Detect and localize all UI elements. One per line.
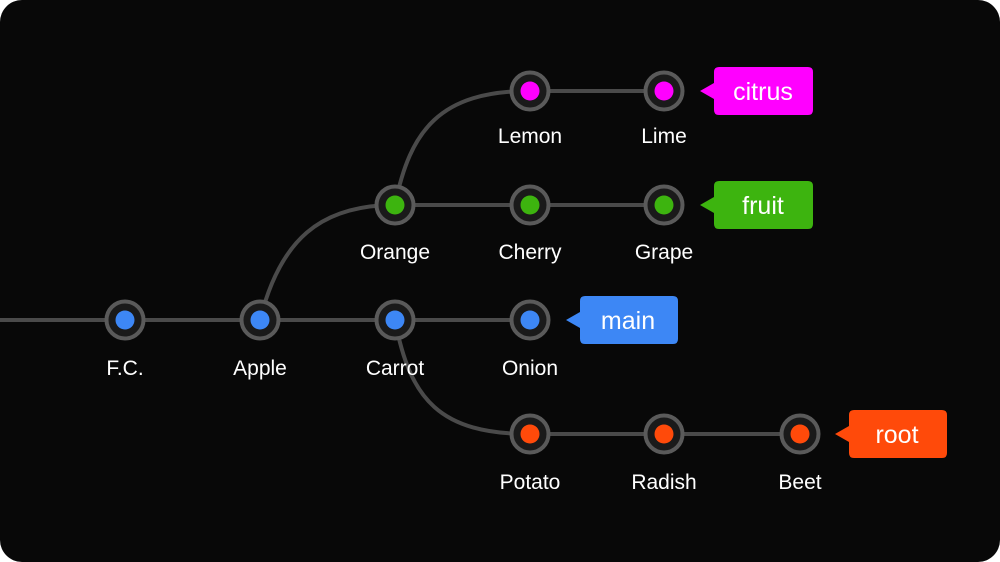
node-label: Lime <box>641 125 687 148</box>
node-label: Cherry <box>498 241 562 264</box>
tag-label: main <box>601 307 655 335</box>
tag-label: root <box>875 421 918 449</box>
node-dot <box>654 195 674 215</box>
branch-tag-root[interactable]: root <box>835 410 947 458</box>
tag-shape <box>566 296 678 344</box>
node-label: Onion <box>502 357 558 380</box>
branch-tag-main[interactable]: main <box>566 296 678 344</box>
node-dot <box>520 424 540 444</box>
node-radish[interactable]: Radish <box>631 413 697 495</box>
node-dot <box>385 195 405 215</box>
node-label: Radish <box>631 471 696 494</box>
node-label: F.C. <box>106 357 143 380</box>
node-dot <box>385 310 405 330</box>
node-cherry[interactable]: Cherry <box>498 184 562 265</box>
node-carrot[interactable]: Carrot <box>366 299 425 381</box>
node-dot <box>520 195 540 215</box>
node-label: Lemon <box>498 125 562 148</box>
edge-orange-lemon <box>393 89 531 206</box>
node-onion[interactable]: Onion <box>502 299 558 381</box>
node-label: Grape <box>635 241 693 264</box>
node-dot <box>115 310 135 330</box>
node-label: Potato <box>500 471 561 494</box>
branch-tag-citrus[interactable]: citrus <box>700 67 813 115</box>
node-grape[interactable]: Grape <box>635 184 693 265</box>
tag-shape <box>700 181 813 229</box>
node-dot <box>520 81 540 101</box>
node-dot <box>790 424 810 444</box>
node-beet[interactable]: Beet <box>778 413 822 495</box>
tag-label: citrus <box>733 78 793 106</box>
node-label: Carrot <box>366 357 425 380</box>
node-dot <box>520 310 540 330</box>
edge-carrot-potato <box>393 319 531 436</box>
node-apple[interactable]: Apple <box>233 299 287 381</box>
node-label: Orange <box>360 241 430 264</box>
node-label: Apple <box>233 357 287 380</box>
edge-apple-orange <box>258 203 396 321</box>
node-dot <box>250 310 270 330</box>
tag-label: fruit <box>742 192 784 220</box>
branch-tag-fruit[interactable]: fruit <box>700 181 813 229</box>
node-label: Beet <box>778 471 821 494</box>
node-lime[interactable]: Lime <box>641 70 687 149</box>
tag-shape <box>835 410 947 458</box>
node-dot <box>654 424 674 444</box>
tag-shape <box>700 67 813 115</box>
node-fc[interactable]: F.C. <box>104 299 146 381</box>
node-lemon[interactable]: Lemon <box>498 70 562 149</box>
node-potato[interactable]: Potato <box>500 413 561 495</box>
node-orange[interactable]: Orange <box>360 184 430 265</box>
node-dot <box>654 81 674 101</box>
